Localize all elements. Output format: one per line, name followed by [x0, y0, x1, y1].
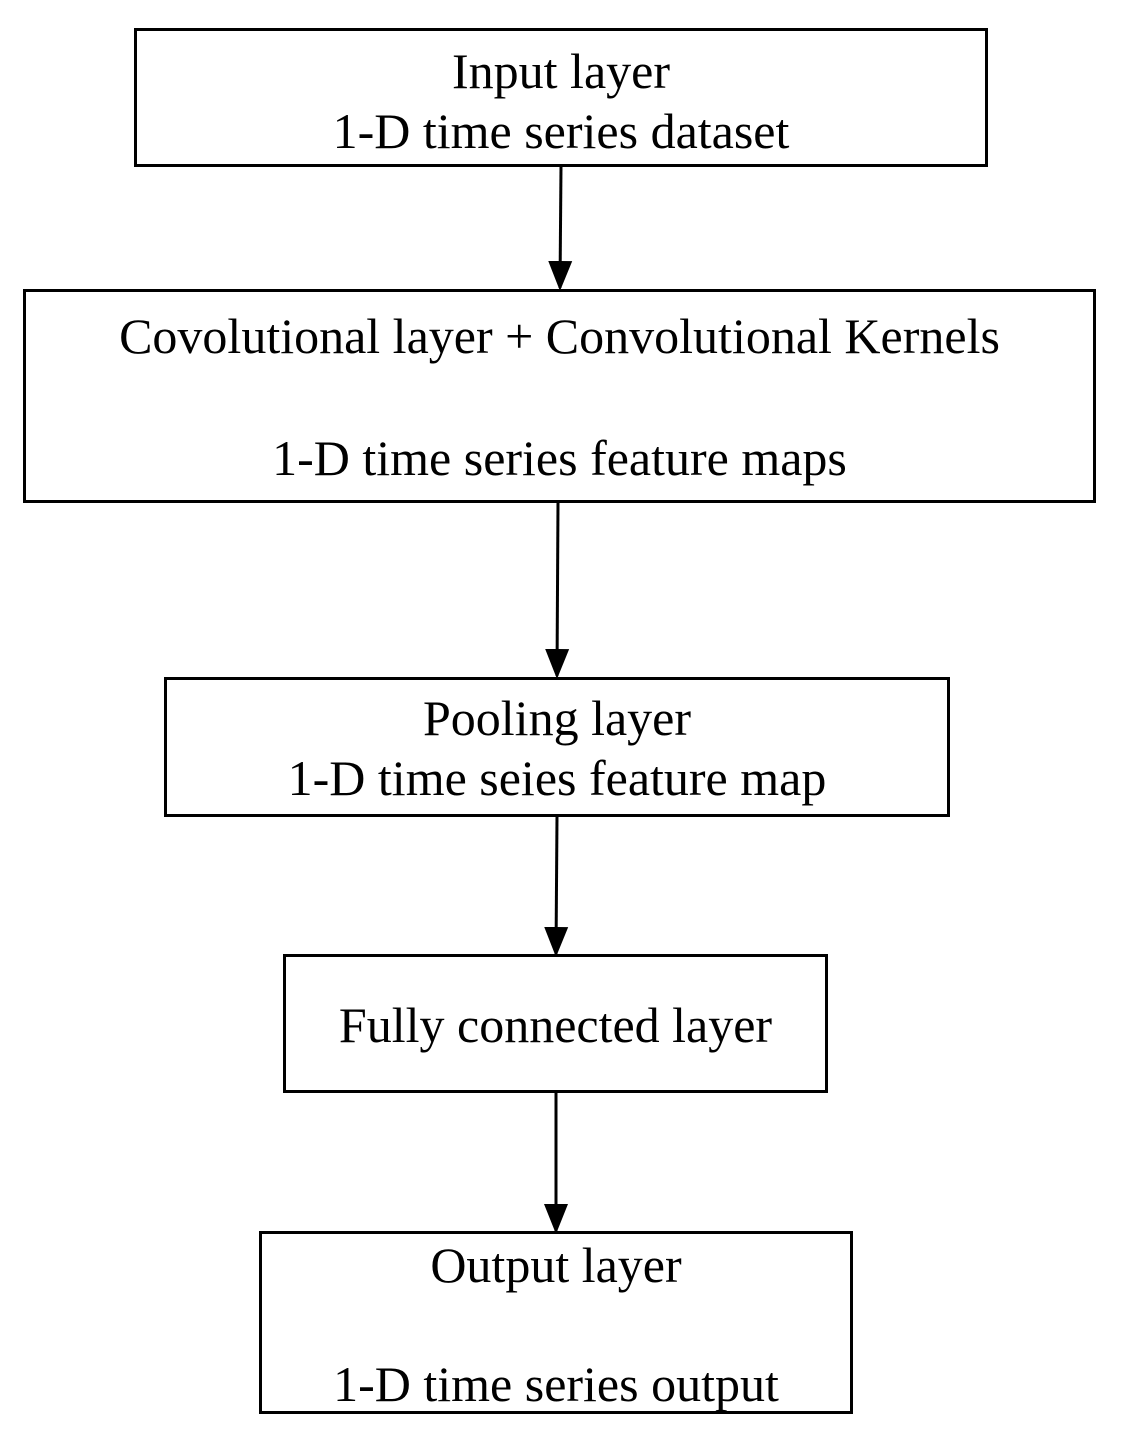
arrow-convolutional-to-pooling [545, 501, 570, 679]
convolutional-layer-box: Covolutional layer + Convolutional Kerne… [23, 289, 1096, 503]
pooling-layer-description: 1-D time seies feature map [287, 750, 827, 806]
input-layer-box: Input layer 1-D time series dataset [134, 28, 988, 167]
arrow-pooling-to-fully-connected [544, 815, 569, 957]
fully-connected-layer-box: Fully connected layer [283, 954, 828, 1093]
convolutional-layer-title: Covolutional layer + Convolutional Kerne… [119, 308, 1000, 364]
arrow-input-to-convolutional [548, 165, 573, 291]
input-layer-description: 1-D time series dataset [332, 103, 790, 159]
pooling-layer-title: Pooling layer [422, 690, 692, 746]
fully-connected-layer-title: Fully connected layer [338, 997, 773, 1053]
pooling-layer-box: Pooling layer 1-D time seies feature map [164, 677, 950, 817]
output-layer-description: 1-D time series output [333, 1356, 779, 1412]
output-layer-box: Output layer 1-D time series output [259, 1231, 853, 1414]
output-layer-title: Output layer [430, 1237, 682, 1293]
input-layer-title: Input layer [452, 43, 670, 99]
convolutional-layer-description: 1-D time series feature maps [272, 430, 847, 486]
